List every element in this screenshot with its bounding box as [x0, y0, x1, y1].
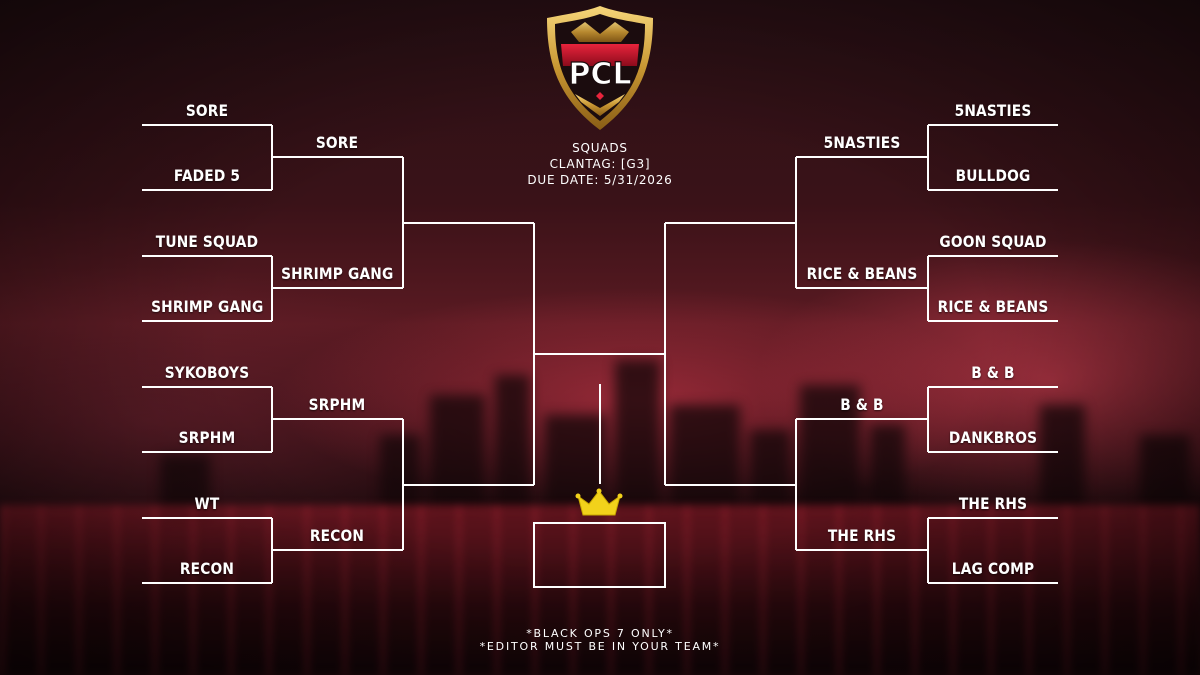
crown-icon: [575, 488, 623, 516]
right-r1-team-7: THE RHS: [958, 494, 1028, 513]
left-r2-team-3: SRPHM: [308, 395, 366, 414]
left-semi-connectors: [403, 222, 600, 486]
right-r1-team-3: GOON SQUAD: [939, 232, 1047, 251]
right-semi-connectors: [600, 222, 796, 486]
right-round2-connectors: [795, 156, 928, 551]
left-round1-connectors: [142, 124, 273, 584]
right-r2-team-1: 5NASTIES: [823, 133, 901, 152]
right-r1-team-2: BULLDOG: [955, 166, 1031, 185]
due-date-label: DUE DATE: 5/31/2026: [527, 173, 673, 187]
right-r1-team-5: B & B: [971, 363, 1015, 382]
footer-line-1: *BLACK OPS 7 ONLY*: [526, 627, 674, 640]
right-r1-team-1: 5NASTIES: [954, 101, 1032, 120]
right-r1-team-4: RICE & BEANS: [937, 297, 1049, 316]
left-round2-connectors: [272, 156, 404, 551]
left-r1-team-6: SRPHM: [178, 428, 236, 447]
clantag-label: CLANTAG: [G3]: [549, 157, 651, 171]
right-r1-team-6: DANKBROS: [948, 428, 1038, 447]
right-r2-team-4: THE RHS: [827, 526, 897, 545]
logo-text: PCL: [568, 57, 631, 92]
mode-label: SQUADS: [572, 141, 628, 155]
left-r2-team-4: RECON: [309, 526, 365, 545]
left-r1-team-4: SHRIMP GANG: [151, 297, 264, 316]
left-r1-team-7: WT: [194, 494, 220, 513]
footer-line-2: *EDITOR MUST BE IN YOUR TEAM*: [479, 640, 721, 653]
pcl-shield-logo: PCL: [547, 6, 653, 130]
left-r1-team-3: TUNE SQUAD: [155, 232, 259, 251]
right-r1-team-8: LAG COMP: [951, 559, 1035, 578]
champion-box: [533, 522, 666, 588]
left-r1-team-8: RECON: [179, 559, 235, 578]
right-r2-team-3: B & B: [840, 395, 884, 414]
right-round1-connectors: [927, 124, 1058, 584]
right-r2-team-2: RICE & BEANS: [806, 264, 918, 283]
left-r1-team-1: SORE: [185, 101, 229, 120]
left-r1-team-5: SYKOBOYS: [164, 363, 250, 382]
left-r1-team-2: FADED 5: [173, 166, 241, 185]
left-r2-team-1: SORE: [315, 133, 359, 152]
left-r2-team-2: SHRIMP GANG: [281, 264, 394, 283]
